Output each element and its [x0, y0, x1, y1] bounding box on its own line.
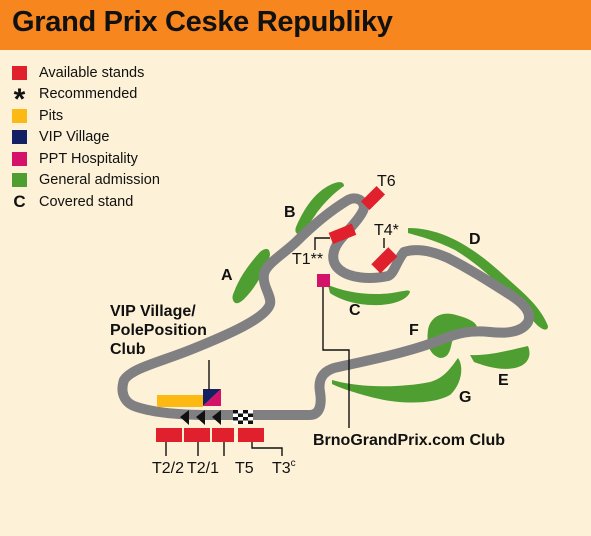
stand-label-t2-1: T2/1 [187, 460, 219, 477]
zone-label-g: G [459, 389, 471, 406]
t3-leader [251, 442, 283, 456]
zone-label-d: D [469, 231, 481, 248]
stand-label-t3-covered: c [291, 458, 296, 469]
stand-label-t2-2: T2/2 [152, 460, 184, 477]
stand-label-t6: T6 [377, 173, 396, 190]
zone-c-area [328, 285, 410, 306]
legend-label: General admission [39, 172, 160, 189]
title-bar: Grand Prix Ceske Republiky [0, 0, 591, 50]
direction-arrow-icon [180, 410, 189, 425]
legend-label: VIP Village [39, 129, 110, 146]
zone-label-a: A [221, 267, 233, 284]
zone-g-area [332, 358, 462, 403]
zone-e-area [470, 346, 530, 369]
navy-square-icon [12, 130, 27, 145]
race-track [117, 193, 534, 420]
stand-label-t1: T1** [292, 251, 323, 268]
legend-label: Pits [39, 107, 64, 124]
yellow-square-icon [12, 108, 27, 123]
stand-label-t3: T3c [272, 458, 296, 477]
zone-label-c: C [349, 302, 361, 319]
stand-label-t5: T5 [235, 460, 254, 477]
direction-arrow-icon [212, 410, 221, 425]
vip-callout-line-3: Club [110, 341, 146, 358]
legend-item-recommended: * Recommended [12, 83, 252, 117]
general-admission-areas [232, 182, 548, 403]
legend-label: Recommended [39, 86, 138, 103]
brno-club-leader [322, 287, 350, 428]
leader-lines [165, 237, 385, 456]
zone-d-area [408, 228, 548, 330]
zone-label-e: E [498, 372, 509, 389]
stand-t2-1 [184, 428, 210, 442]
legend-item-covered-stand: C Covered stand [12, 191, 252, 213]
map-title: Grand Prix Ceske Republiky [12, 6, 393, 38]
asterisk-icon: * [13, 83, 26, 117]
covered-stand-icon: C [13, 191, 26, 211]
legend-item-general-admission: General admission [12, 170, 252, 192]
stand-t5 [212, 428, 234, 442]
ppt-hospitality-marker [317, 274, 330, 287]
legend-item-pits: Pits [12, 105, 252, 127]
start-finish-line [233, 410, 253, 424]
pits-area [157, 395, 203, 407]
legend-label: PPT Hospitality [39, 150, 138, 167]
stand-t3 [238, 428, 264, 442]
legend-item-ppt-hospitality: PPT Hospitality [12, 148, 252, 170]
stand-t1 [328, 223, 357, 245]
zone-a-area [232, 248, 270, 304]
direction-arrows [180, 410, 221, 425]
vip-callout-line-1: VIP Village/ [110, 303, 196, 320]
zone-label-b: B [284, 204, 296, 221]
brno-club-callout: BrnoGrandPrix.com Club [313, 432, 505, 449]
magenta-square-icon [12, 151, 27, 166]
legend-label: Available stands [39, 64, 145, 81]
vip-callout-line-2: PolePosition [110, 322, 207, 339]
stand-t4 [371, 247, 398, 274]
zone-b-area [295, 182, 344, 234]
stand-label-t4: T4* [374, 222, 399, 239]
red-square-icon [12, 65, 27, 80]
legend-label: Covered stand [39, 193, 134, 210]
t1-leader [314, 237, 330, 250]
hospitality-marker [203, 389, 221, 406]
stand-label-t3-main: T3 [272, 460, 291, 477]
stand-t2-2 [156, 428, 182, 442]
green-square-icon [12, 173, 27, 188]
grandstands [156, 185, 398, 442]
stand-t6 [360, 185, 386, 211]
direction-arrow-icon [196, 410, 205, 425]
legend-item-vip-village: VIP Village [12, 127, 252, 149]
zone-label-f: F [409, 322, 419, 339]
legend: Available stands * Recommended Pits VIP … [12, 62, 252, 213]
legend-item-available-stands: Available stands [12, 62, 252, 84]
